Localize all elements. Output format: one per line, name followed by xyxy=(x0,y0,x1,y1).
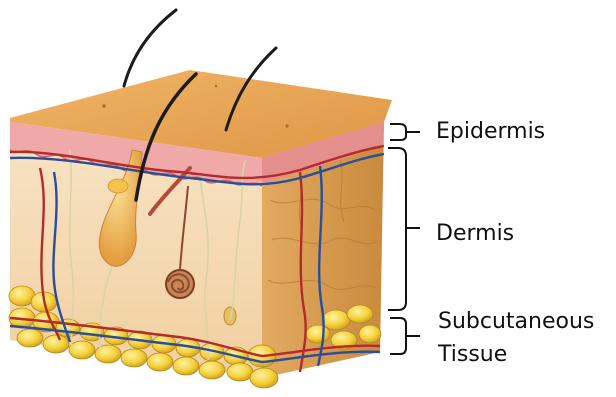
subcutaneous-bracket xyxy=(390,318,420,354)
subcutaneous-label-line2: Tissue xyxy=(438,344,507,366)
dermis-bracket xyxy=(388,148,420,310)
sebaceous-gland xyxy=(108,179,128,193)
epidermis-label: Epidermis xyxy=(436,121,545,143)
dermis-label: Dermis xyxy=(436,223,514,245)
epidermis-bracket xyxy=(390,124,420,140)
pacinian-corpuscle xyxy=(224,307,236,325)
subcutaneous-label-line1: Subcutaneous xyxy=(438,311,594,333)
